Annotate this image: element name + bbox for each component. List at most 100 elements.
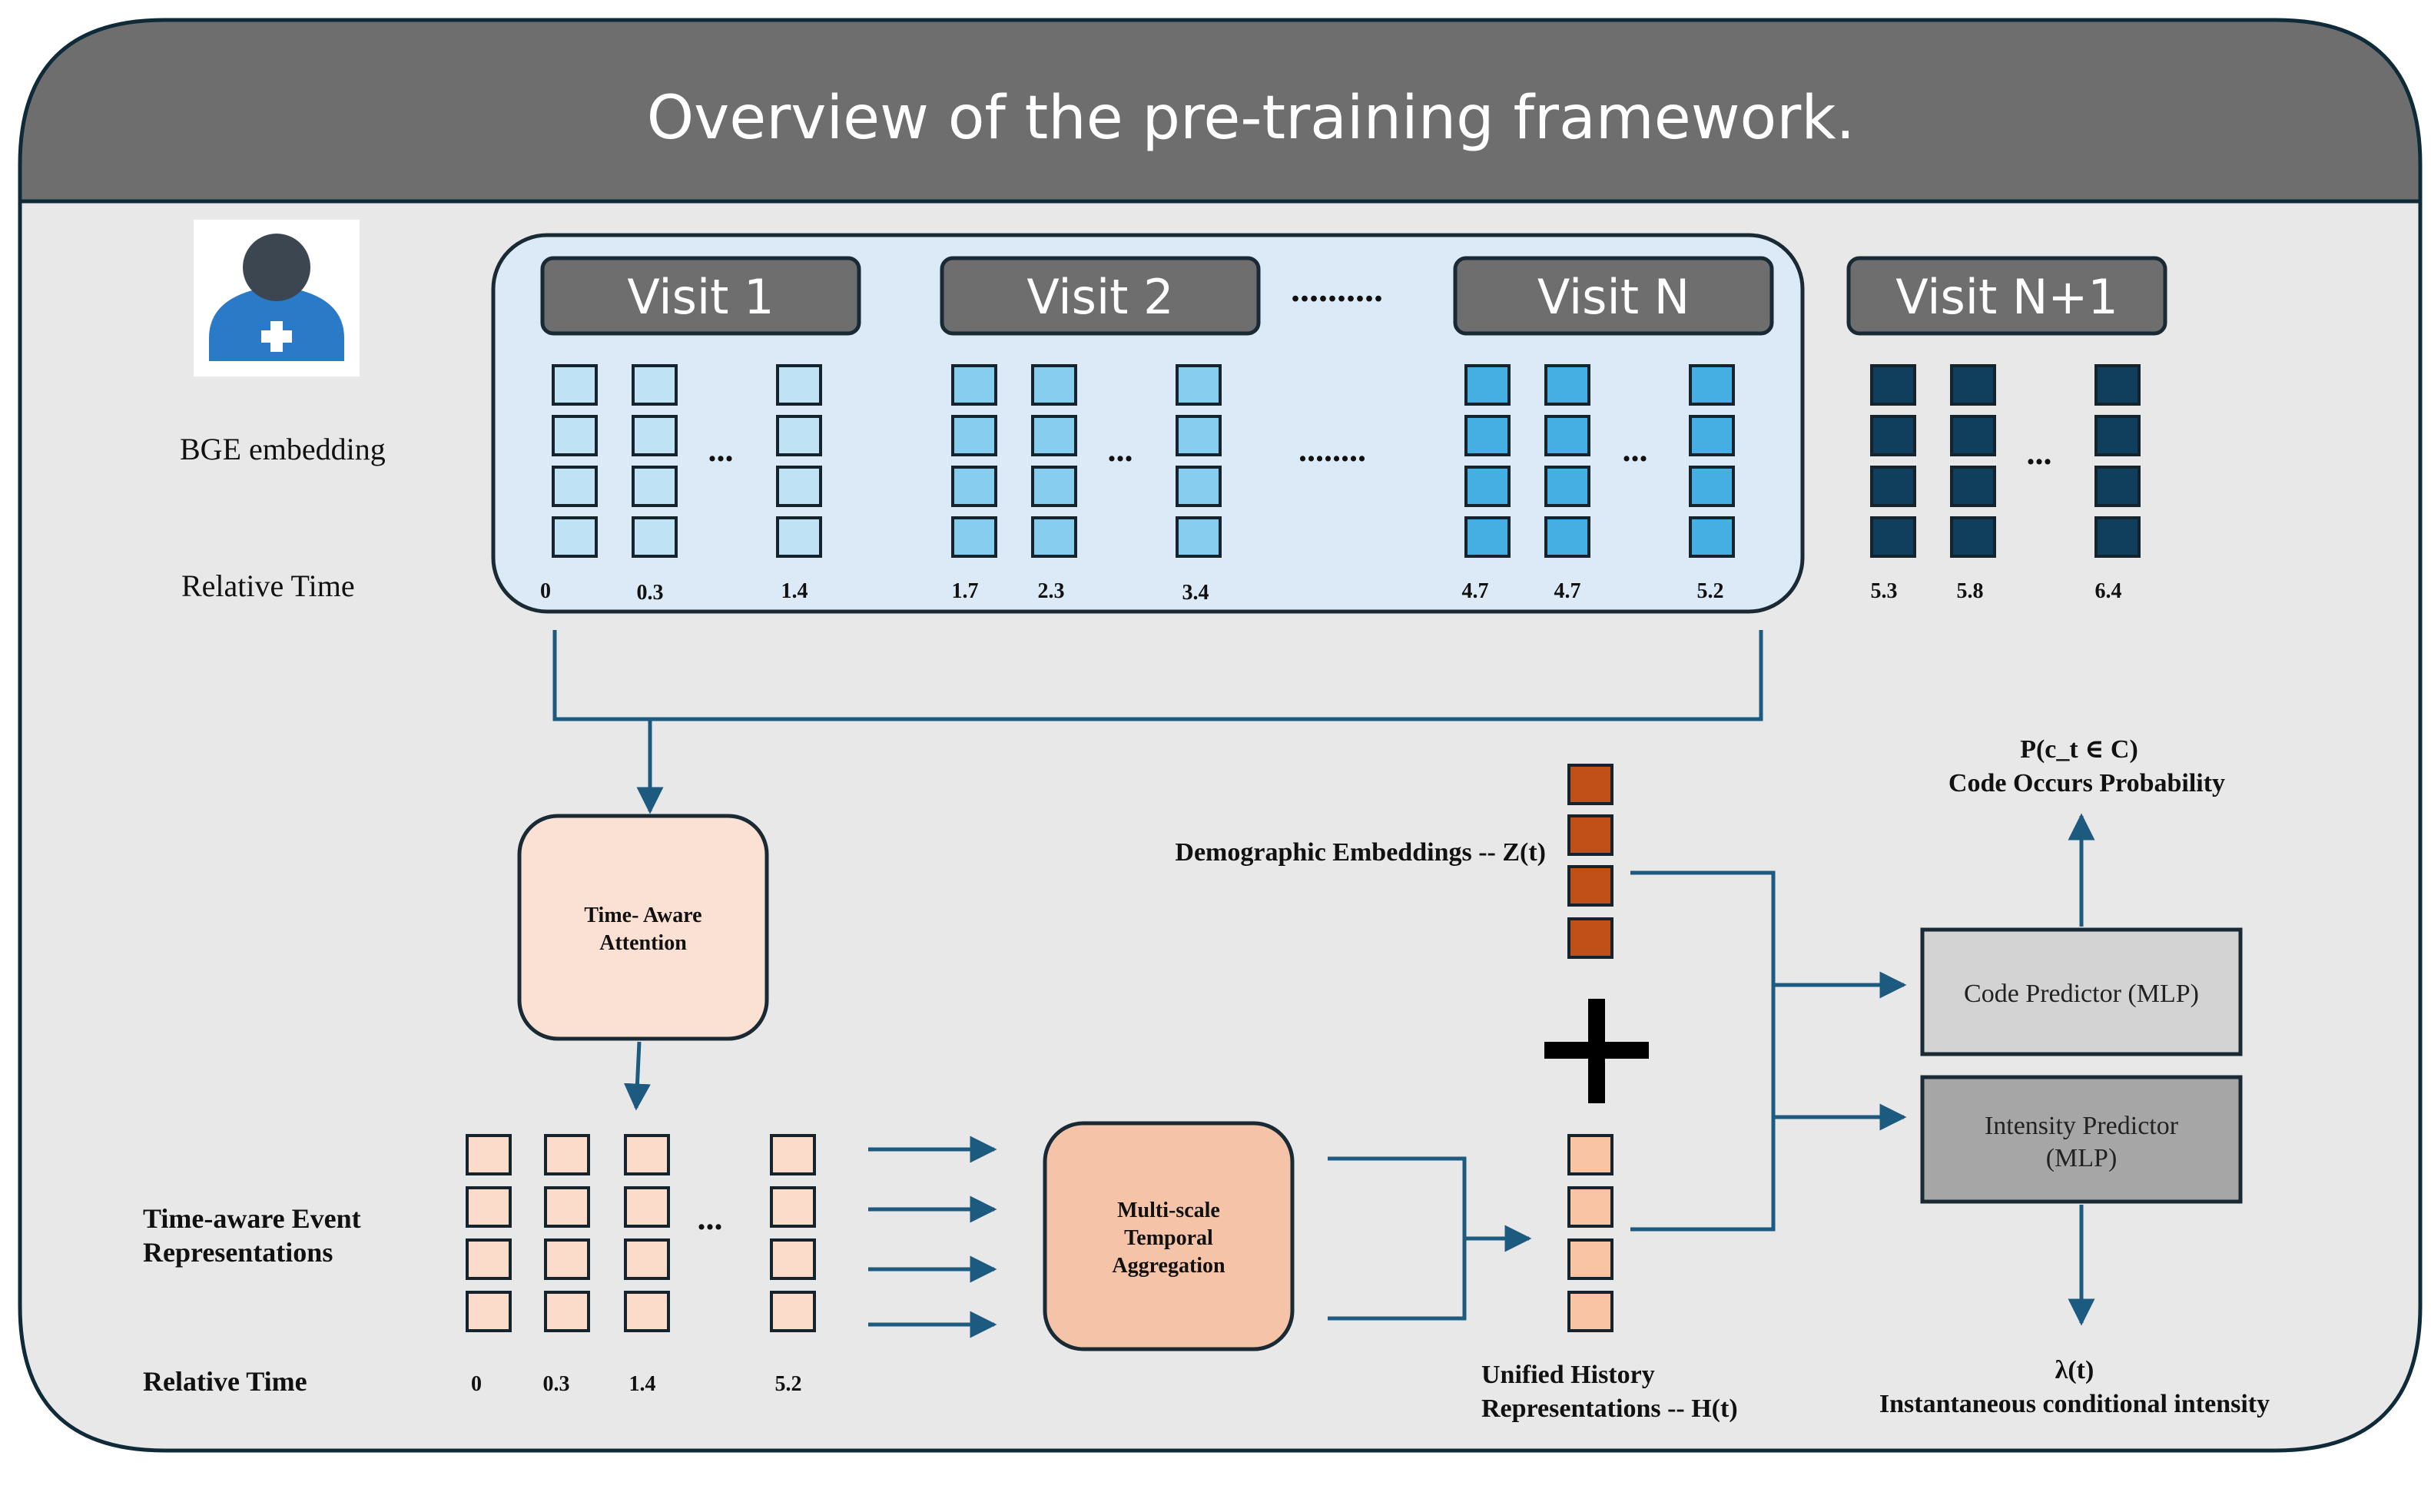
event-square: [770, 1238, 816, 1280]
embedding-square: [1176, 415, 1222, 456]
embedding-square: [1870, 466, 1916, 507]
embedding-square: [951, 415, 997, 456]
visit-bracket: [552, 630, 1763, 721]
event-square: [466, 1186, 512, 1228]
svg-text:Visit 1: Visit 1: [627, 269, 774, 325]
embedding-square: [1689, 466, 1735, 507]
svg-text:Aggregation: Aggregation: [1112, 1254, 1225, 1278]
event-times: 0 0.3 1.4 5.2: [471, 1372, 802, 1396]
embedding-square: [1464, 466, 1511, 507]
embedding-square: [1176, 516, 1222, 558]
embedding-square: [1464, 415, 1511, 456]
visit-1-ellipsis: ...: [708, 431, 734, 469]
intensity-label: Instantaneous conditional intensity: [1879, 1390, 2270, 1418]
embedding-square: [1950, 516, 1996, 558]
event-square: [466, 1238, 512, 1280]
relative-time-label: Relative Time: [181, 569, 355, 603]
embedding-square: [776, 364, 822, 406]
time-value: 6.4: [2095, 579, 2122, 603]
time-value: 1.4: [781, 579, 808, 603]
svg-text:Visit N: Visit N: [1537, 269, 1690, 325]
embedding-square: [1031, 466, 1077, 507]
header-bar: [18, 18, 2423, 204]
embedding-square: [632, 516, 678, 558]
time-value: 4.7: [1554, 579, 1581, 603]
event-square: [624, 1134, 670, 1175]
event-square: [624, 1186, 670, 1228]
embedding-square: [1870, 516, 1916, 558]
visit-1-header: Visit 1: [540, 256, 861, 336]
embedding-square: [552, 516, 598, 558]
svg-text:Intensity Predictor: Intensity Predictor: [1985, 1112, 2179, 1140]
embedding-square: [1950, 364, 1996, 406]
time-value: 1.7: [952, 579, 979, 603]
event-representation-label-2: Representations: [143, 1237, 333, 1268]
svg-text:(MLP): (MLP): [2046, 1144, 2118, 1172]
middle-ellipsis: ........: [1298, 431, 1366, 469]
visit-n1-ellipsis: ...: [2027, 434, 2052, 472]
embedding-square: [632, 466, 678, 507]
embedding-square: [951, 364, 997, 406]
unified-history-label: Unified History: [1481, 1361, 1655, 1389]
svg-text:Visit 2: Visit 2: [1026, 269, 1173, 325]
probability-label: Code Occurs Probability: [1948, 769, 2225, 797]
visit-embedding-squares: [552, 364, 2141, 558]
event-square: [466, 1134, 512, 1175]
embedding-square: [1176, 466, 1222, 507]
event-square: [466, 1291, 512, 1332]
time-value: 5.2: [1697, 579, 1724, 603]
unified-history-squares: [1567, 1134, 1613, 1332]
event-square: [770, 1291, 816, 1332]
visit-2-ellipsis: ...: [1108, 431, 1133, 469]
embedding-square: [776, 516, 822, 558]
embedding-square: [2094, 466, 2141, 507]
time-value: 0.3: [637, 581, 664, 605]
embedding-square: [1464, 516, 1511, 558]
embedding-square: [1950, 466, 1996, 507]
event-square: [544, 1238, 590, 1280]
event-square: [770, 1186, 816, 1228]
embedding-square: [1544, 364, 1590, 406]
embedding-square: [2094, 516, 2141, 558]
time-value: 1.4: [629, 1372, 656, 1396]
visit-separator-dots: ..........: [1291, 269, 1383, 310]
embedding-square: [1464, 364, 1511, 406]
visit-2-header: Visit 2: [940, 256, 1261, 336]
visit-n1-times: 5.3 5.8 6.4: [1871, 579, 2122, 603]
event-square: [770, 1134, 816, 1175]
history-square: [1567, 1291, 1613, 1332]
demographic-embedding-squares: [1567, 764, 1613, 959]
event-ellipsis: ...: [698, 1199, 723, 1237]
events-to-aggregation-arrows: [868, 1136, 997, 1338]
time-value: 5.2: [775, 1372, 802, 1396]
unified-history-label-2: Representations -- H(t): [1481, 1394, 1738, 1423]
probability-formula: P(c_t ∈ C): [2020, 735, 2138, 764]
svg-text:Attention: Attention: [599, 931, 687, 955]
time-value: 5.3: [1871, 579, 1898, 603]
svg-text:Temporal: Temporal: [1124, 1226, 1213, 1250]
time-value: 2.3: [1038, 579, 1065, 603]
visit-n-header: Visit N: [1453, 256, 1774, 336]
embedding-square: [951, 516, 997, 558]
embedding-square: [1544, 415, 1590, 456]
visit-n1-header: Visit N+1: [1846, 256, 2167, 336]
embedding-square: [1870, 364, 1916, 406]
visit-n-times: 4.7 4.7 5.2: [1462, 579, 1724, 603]
multi-scale-aggregation-box: Multi-scale Temporal Aggregation: [1043, 1121, 1295, 1351]
visit-2-times: 1.7 2.3 3.4: [952, 579, 1209, 605]
embedding-square: [2094, 364, 2141, 406]
history-square: [1567, 1238, 1613, 1280]
code-predictor-box: Code Predictor (MLP): [1920, 927, 2243, 1056]
plus-icon: [1544, 999, 1649, 1103]
embedding-square: [552, 466, 598, 507]
embedding-square: [1544, 466, 1590, 507]
visit-n-ellipsis: ...: [1623, 431, 1648, 469]
demographic-square: [1567, 865, 1613, 907]
event-square: [544, 1291, 590, 1332]
embedding-square: [1176, 364, 1222, 406]
visit-1-times: 0 0.3 1.4: [540, 579, 808, 605]
embedding-square: [776, 415, 822, 456]
embedding-square: [1689, 415, 1735, 456]
embedding-square: [1950, 415, 1996, 456]
event-relative-time-label: Relative Time: [143, 1366, 307, 1397]
